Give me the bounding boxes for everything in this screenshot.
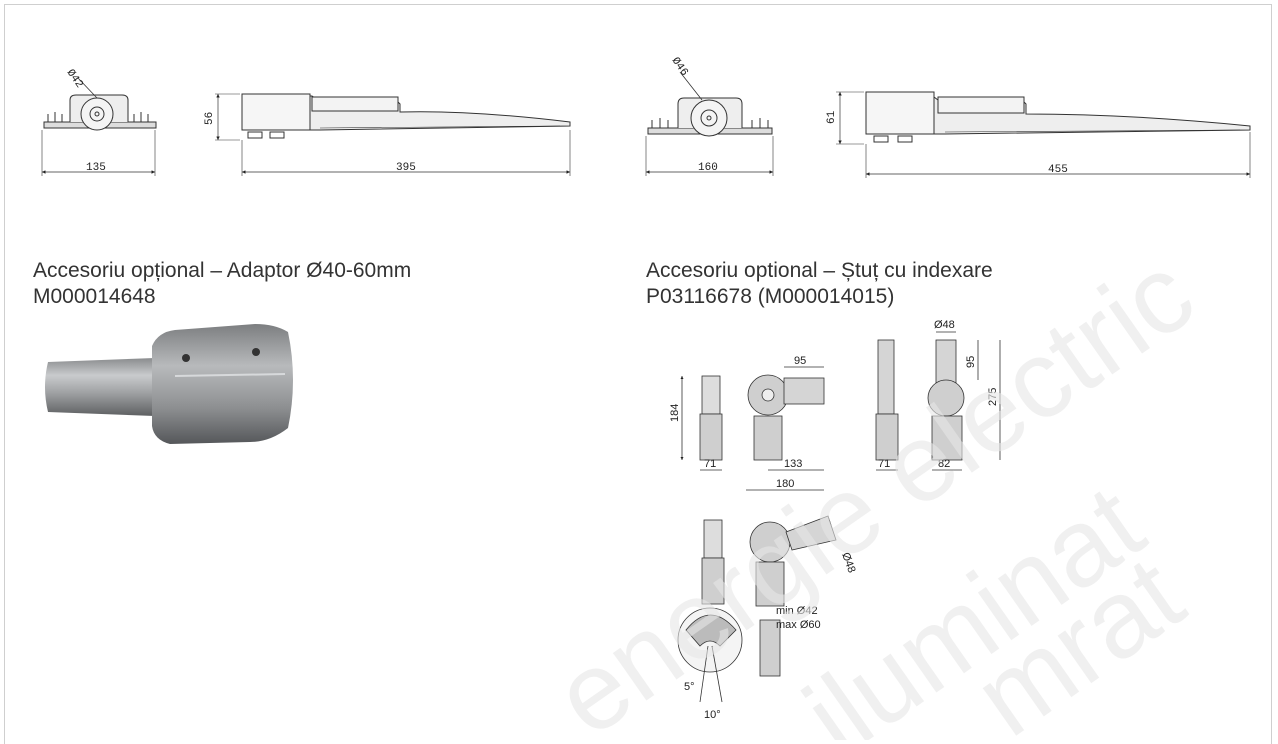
spigot-angle-10: 10° bbox=[704, 709, 721, 721]
spigot-dim-184: 184 bbox=[669, 404, 681, 422]
dim-a-width: 135 bbox=[86, 162, 106, 174]
spigot-dim-180: 180 bbox=[776, 478, 794, 490]
drawing-b-side-view bbox=[836, 91, 1251, 178]
drawing-b-front-view bbox=[645, 71, 774, 176]
adaptor-image bbox=[45, 324, 293, 444]
spigot-dim-82: 82 bbox=[938, 458, 950, 470]
accessory-1-title: Accesoriu opțional – Adaptor Ø40-60mm bbox=[33, 259, 412, 282]
spigot-dim-275: 275 bbox=[987, 388, 999, 406]
accessory-1-code: M000014648 bbox=[33, 285, 156, 308]
drawing-a-front-view bbox=[41, 77, 157, 176]
spigot-dim-95-b: 95 bbox=[965, 356, 977, 368]
accessory-2-caption: Accesoriu optional – Ștuț cu indexare P0… bbox=[646, 258, 993, 310]
spigot-min-label: min Ø42 bbox=[776, 605, 818, 617]
spigot-angle-5: 5° bbox=[684, 681, 695, 693]
accessory-2-code: P03116678 (M000014015) bbox=[646, 285, 895, 308]
spigot-dim-48-top: Ø48 bbox=[934, 319, 955, 331]
dim-a-length: 395 bbox=[396, 162, 416, 174]
accessory-1-caption: Accesoriu opțional – Adaptor Ø40-60mm M0… bbox=[33, 258, 411, 310]
dim-a-height: 56 bbox=[204, 112, 216, 125]
luminaire-drawings: Ø42 135 56 395 Ø46 160 bbox=[41, 55, 1251, 178]
spigot-dim-71-b: 71 bbox=[878, 458, 890, 470]
spigot-dim-48-side: Ø48 bbox=[839, 551, 857, 575]
dim-b-height: 61 bbox=[826, 110, 838, 124]
dim-b-diameter: Ø46 bbox=[669, 55, 690, 78]
spigot-max-label: max Ø60 bbox=[776, 619, 821, 631]
drawing-a-side-view bbox=[215, 93, 571, 176]
spigot-dim-133: 133 bbox=[784, 458, 802, 470]
spigot-drawing: 95 184 71 133 180 Ø48 95 275 71 82 Ø48 m… bbox=[669, 319, 1001, 721]
spigot-dim-95-a: 95 bbox=[794, 355, 806, 367]
dim-a-diameter: Ø42 bbox=[64, 67, 85, 90]
accessory-2-title: Accesoriu optional – Ștuț cu indexare bbox=[646, 259, 993, 282]
dim-b-width: 160 bbox=[698, 162, 718, 174]
page-frame bbox=[4, 4, 1272, 744]
dim-b-length: 455 bbox=[1048, 164, 1068, 176]
spigot-dim-71-a: 71 bbox=[704, 458, 716, 470]
